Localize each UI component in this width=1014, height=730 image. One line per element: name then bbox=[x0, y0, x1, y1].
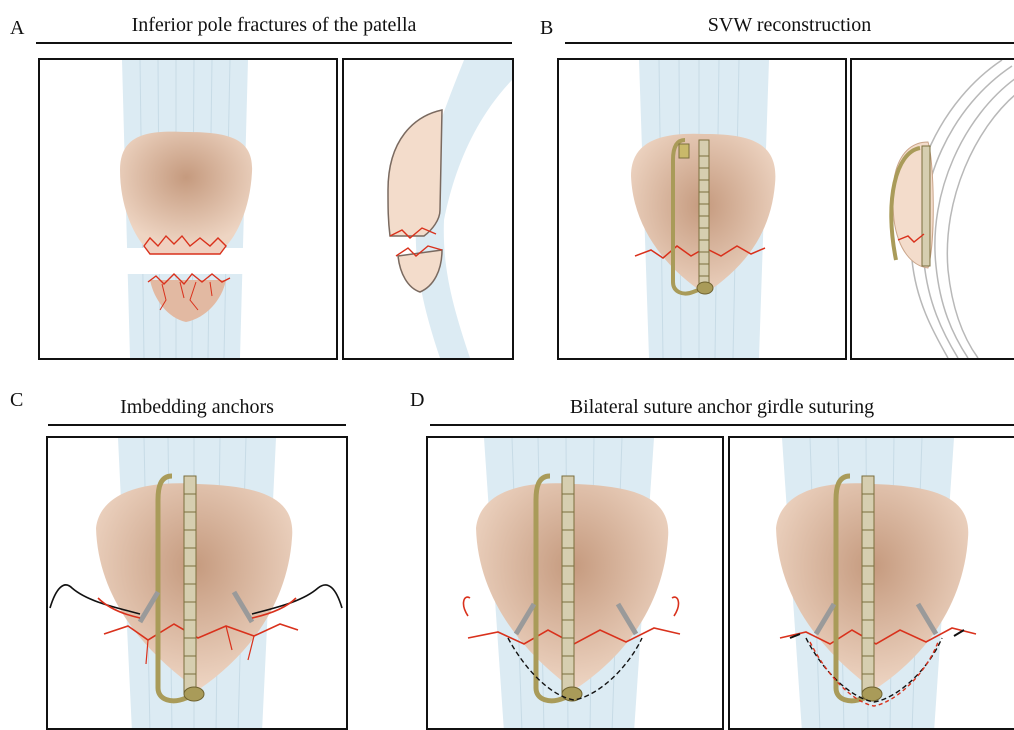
panel-b-letter: B bbox=[540, 18, 553, 38]
panel-d-left-view bbox=[426, 436, 724, 730]
panel-d-letter: D bbox=[410, 390, 424, 410]
panel-b-side-view bbox=[850, 58, 1014, 360]
panel-c-title: Imbedding anchors bbox=[48, 396, 346, 418]
panel-c-rule bbox=[48, 424, 346, 426]
panel-a-side-view bbox=[342, 58, 514, 360]
patella-side-upper bbox=[388, 110, 442, 236]
panel-a-title: Inferior pole fractures of the patella bbox=[36, 14, 512, 36]
panel-d-right-view bbox=[728, 436, 1014, 730]
panel-c-view bbox=[46, 436, 348, 730]
panel-a-rule bbox=[36, 42, 512, 44]
screw bbox=[184, 476, 196, 694]
screw bbox=[862, 476, 874, 694]
panel-d-title: Bilateral suture anchor girdle suturing bbox=[430, 396, 1014, 418]
panel-a-front-view bbox=[38, 58, 338, 360]
panel-c-letter: C bbox=[10, 390, 23, 410]
panel-d-rule bbox=[430, 424, 1014, 426]
panel-b-title: SVW reconstruction bbox=[565, 14, 1014, 36]
patella-upper-fragment bbox=[120, 132, 252, 246]
screw bbox=[562, 476, 574, 694]
panel-b-front-view bbox=[557, 58, 847, 360]
panel-a-letter: A bbox=[10, 18, 24, 38]
panel-b-rule bbox=[565, 42, 1014, 44]
